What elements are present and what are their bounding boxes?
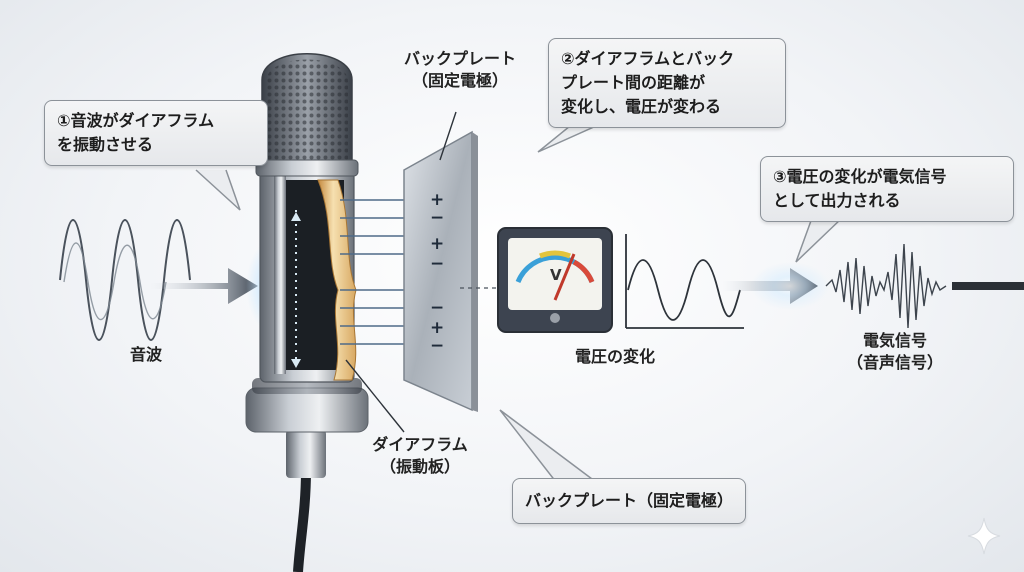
leader-lines xyxy=(345,111,457,433)
callout-step3: ③電圧の変化が電気信号 として出力される xyxy=(760,156,1014,222)
charge-sign: − xyxy=(430,336,445,356)
callout-pointers xyxy=(195,125,843,483)
backplate-shape xyxy=(403,130,478,412)
charge-sign: + xyxy=(430,190,445,210)
sound-wave-graphic xyxy=(59,219,191,341)
mic-collar xyxy=(245,387,369,433)
electric-signal-waveform xyxy=(825,243,947,329)
callout-backplate: バックプレート（固定電極） xyxy=(512,478,747,524)
callout-step2: ②ダイアフラムとバック プレート間の距離が 変化し、電圧が変わる xyxy=(548,38,786,128)
voltmeter xyxy=(497,227,613,333)
label-electric-signal: 電気信号 （音声信号） xyxy=(846,331,943,372)
charge-sign: − xyxy=(430,298,445,318)
charge-sign: + xyxy=(430,234,445,254)
charge-sign: − xyxy=(430,254,445,274)
callout-step1: ①音波がダイアフラム を振動させる xyxy=(44,100,268,166)
mic-stem xyxy=(286,430,326,478)
diaphragm-shape xyxy=(291,179,357,381)
label-backplate: バックプレート （固定電極） xyxy=(403,49,516,90)
charge-sign: − xyxy=(430,208,445,228)
sound-input-arrow xyxy=(150,268,258,304)
sparkle-icon xyxy=(967,517,1001,555)
label-sound-wave: 音波 xyxy=(129,345,162,364)
voltage-graph xyxy=(625,234,744,329)
charge-sign: + xyxy=(430,318,445,338)
meter-needle xyxy=(553,253,576,301)
output-cable xyxy=(952,282,1024,290)
mic-cable xyxy=(293,469,311,572)
meter-symbol: V xyxy=(550,266,562,284)
label-voltage-change: 電圧の変化 xyxy=(574,347,655,366)
label-diaphragm: ダイアフラム （振動板） xyxy=(372,435,468,476)
